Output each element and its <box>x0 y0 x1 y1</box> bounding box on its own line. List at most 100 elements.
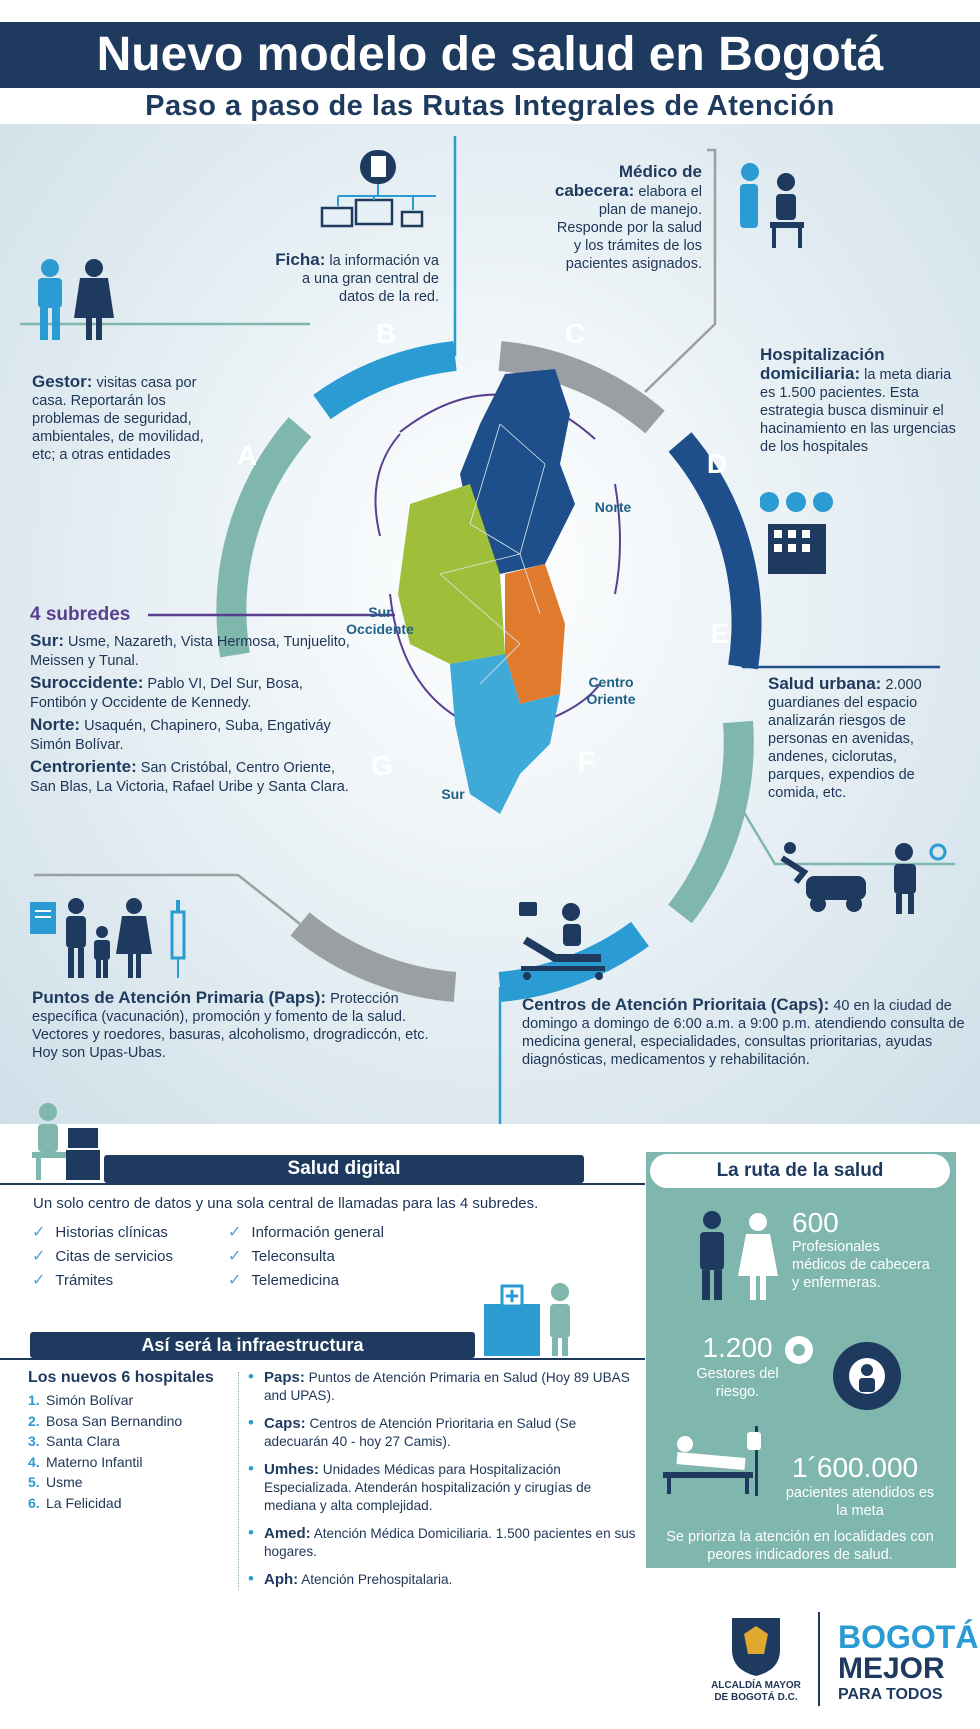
alcaldia-logo-text: ALCALDÍA MAYOR DE BOGOTÁ D.C. <box>711 1680 801 1703</box>
bogota-logo-line1: BOGOTÁ <box>838 1619 979 1655</box>
ruta-salud-title: La ruta de la salud <box>650 1154 950 1188</box>
map-label-sur-occidente: Sur Occidente <box>346 604 414 637</box>
doctor-nurse-icon <box>700 1211 778 1300</box>
check-icon: ✓ <box>32 1248 46 1265</box>
subred-item: Sur: Usme, Nazareth, Vista Hermosa, Tunj… <box>30 631 350 669</box>
infra-header: Así será la infraestructura <box>30 1332 475 1358</box>
subredes-title: 4 subredes <box>30 604 131 625</box>
salud-digital-header: Salud digital <box>104 1155 584 1183</box>
list-item: 6.La Felicidad <box>28 1494 122 1511</box>
urban-safety-icon <box>780 842 947 914</box>
infra-item: Umhes: Unidades Médicas para Hospitaliza… <box>246 1460 636 1515</box>
list-item: 2.Bosa San Bernandino <box>28 1412 183 1429</box>
page-title: Nuevo modelo de salud en Bogotá <box>0 22 980 88</box>
check-icon: ✓ <box>228 1272 242 1289</box>
map-network-lines <box>439 423 546 685</box>
segment-b-text: Ficha: la información va a una gran cent… <box>275 250 439 306</box>
segment-e-text: Salud urbana: 2.000 guardianes del espac… <box>768 674 922 802</box>
bogota-logo-line3: PARA TODOS <box>838 1686 943 1703</box>
segment-f-letter: F <box>577 746 595 777</box>
check-icon: ✓ <box>32 1272 46 1289</box>
map-label-centro-oriente: Centro Oriente <box>586 674 636 707</box>
segment-b-letter: B <box>375 318 397 349</box>
bogota-logo-line2: MEJOR <box>838 1652 945 1685</box>
segment-d-text: Hospitalización domiciliaria: la meta di… <box>760 345 956 456</box>
salud-digital-intro: Un solo centro de datos y una sola centr… <box>33 1195 539 1212</box>
hospitals-title: Los nuevos 6 hospitales <box>28 1369 214 1386</box>
stat-profesionales-number: 600 <box>792 1207 839 1238</box>
salud-digital-rule <box>0 1183 645 1185</box>
computer-user-icon <box>32 1103 100 1180</box>
doctor-patient-icon <box>740 163 804 248</box>
hospital-building-icon <box>760 492 833 574</box>
map-sur-region <box>450 654 560 814</box>
list-item: 5.Usme <box>28 1474 83 1490</box>
list-item: 3.Santa Clara <box>28 1433 120 1449</box>
segment-d-arc <box>668 432 762 670</box>
connector-e <box>728 788 955 866</box>
segment-a-letter: A <box>236 440 258 471</box>
caps-patient-bed-icon <box>519 902 605 980</box>
segment-g-letter: G <box>371 750 393 781</box>
segment-e-letter: E <box>710 618 730 649</box>
data-network-icon <box>320 150 436 228</box>
ruta-footer-text: Se prioriza la atención en localidades c… <box>666 1529 934 1563</box>
segment-g-arc <box>290 912 457 1002</box>
digital-item: ✓Telemedicina <box>228 1272 339 1289</box>
arrow-norte-centro <box>614 483 621 595</box>
segment-c-letter: C <box>564 318 586 349</box>
segment-f-text: Centros de Atención Prioritaia (Caps): 4… <box>522 995 965 1069</box>
page-subtitle: Paso a paso de las Rutas Integrales de A… <box>145 90 835 122</box>
check-icon: ✓ <box>32 1224 46 1241</box>
segment-g-text: Puntos de Atención Primaria (Paps): Prot… <box>32 988 429 1062</box>
route-ring-diagram <box>20 136 955 1124</box>
subredes-list: Sur: Usme, Nazareth, Vista Hermosa, Tunj… <box>30 631 350 797</box>
arrow-sur <box>389 593 461 720</box>
map-norte-region <box>460 369 575 574</box>
segment-c-arc <box>498 341 665 434</box>
check-icon: ✓ <box>228 1224 242 1241</box>
hospital-list: 1.Simón Bolívar 2.Bosa San Bernandino 3.… <box>28 1390 182 1513</box>
infra-item: Amed: Atención Médica Domiciliaria. 1.50… <box>246 1524 636 1561</box>
segment-d-letter: D <box>706 448 728 479</box>
arrow-suroccidente <box>374 433 401 537</box>
digital-item: ✓Trámites <box>32 1272 114 1289</box>
digital-item: ✓Información general <box>228 1224 384 1241</box>
patient-bed-icon <box>663 1426 761 1496</box>
infra-item: Caps: Centros de Atención Prioritaria en… <box>246 1414 636 1451</box>
connector-c <box>644 148 717 393</box>
subred-item: Norte: Usaquén, Chapinero, Suba, Engativ… <box>30 715 331 753</box>
digital-item: ✓Citas de servicios <box>32 1248 173 1265</box>
stat-pacientes-text: pacientes atendidos es la meta <box>785 1485 935 1519</box>
hospital-doctor-icon <box>484 1283 570 1356</box>
segment-e-arc <box>668 720 754 924</box>
list-item: 1.Simón Bolívar <box>28 1392 134 1408</box>
infra-rule <box>0 1358 645 1360</box>
segment-a-arc <box>216 417 312 658</box>
infra-item: Aph: Atención Prehospitalaria. <box>246 1570 636 1589</box>
map-label-sur: Sur <box>441 786 465 802</box>
subred-item: Centroriente: San Cristóbal, Centro Orie… <box>30 757 349 795</box>
infra-item: Paps: Puntos de Atención Primaria en Sal… <box>246 1368 636 1405</box>
map-label-norte: Norte <box>594 499 632 515</box>
stat-profesionales-text: Profesionales médicos de cabecera y enfe… <box>792 1239 930 1291</box>
coat-of-arms-logo <box>732 1618 780 1676</box>
check-icon: ✓ <box>228 1248 242 1265</box>
segment-b-arc <box>313 341 457 420</box>
segment-a-text: Gestor: visitas casa por casa. Reportará… <box>32 372 204 464</box>
map-centro-oriente-region <box>505 564 565 704</box>
digital-item: ✓Teleconsulta <box>228 1248 335 1265</box>
digital-col2: ✓Información general ✓Teleconsulta ✓Tele… <box>228 1221 448 1293</box>
list-item: 4.Materno Infantil <box>28 1453 143 1470</box>
gestores-gear-icon <box>785 1336 901 1410</box>
subred-item: Suroccidente: Pablo VI, Del Sur, Bosa, F… <box>30 673 303 711</box>
stat-gestores-text: Gestores del riesgo. <box>696 1366 779 1400</box>
segment-c-text: Médico de cabecera: elabora el plan de m… <box>554 162 702 273</box>
digital-col1: ✓Historias clínicas ✓Citas de servicios … <box>32 1221 232 1293</box>
logo-divider <box>818 1612 820 1706</box>
gestor-people-icon <box>38 259 114 340</box>
digital-item: ✓Historias clínicas <box>32 1224 168 1241</box>
infra-divider <box>238 1372 239 1590</box>
connector-g <box>34 873 301 925</box>
paps-family-icon <box>30 898 186 978</box>
